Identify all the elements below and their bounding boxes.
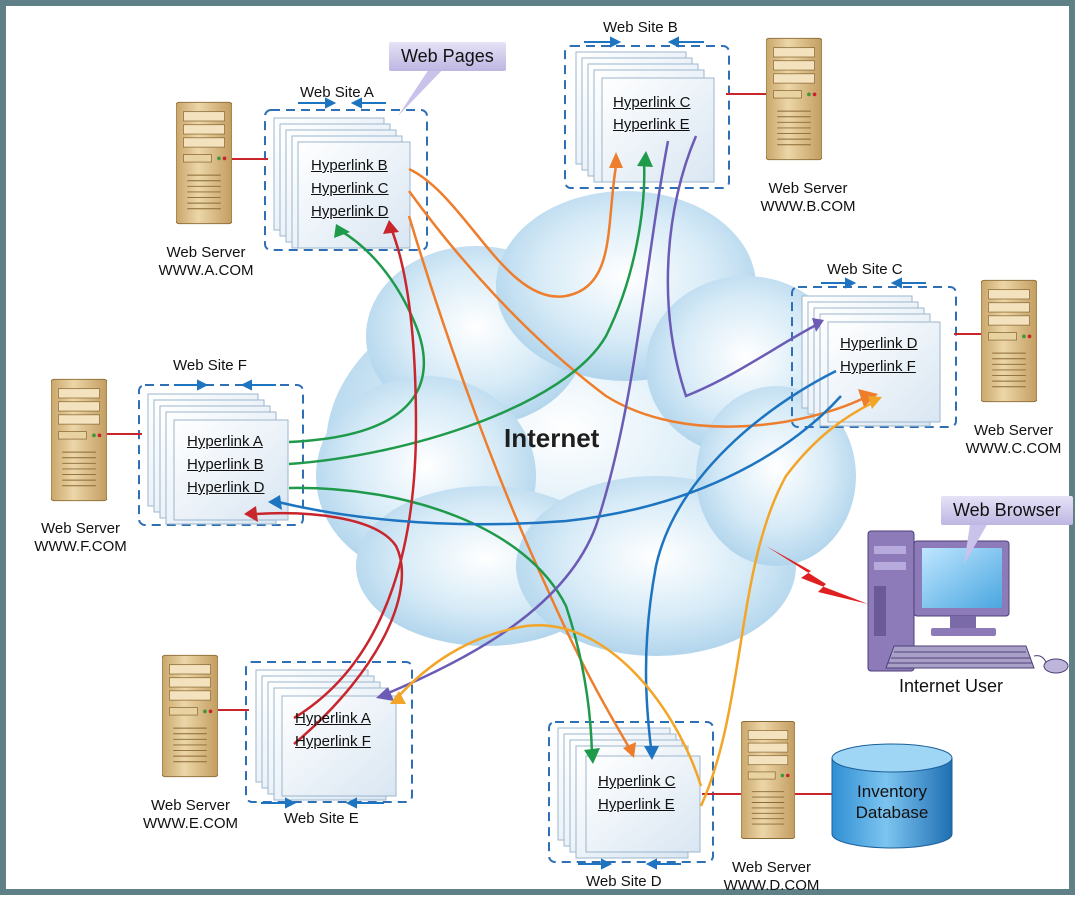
site-d-hyperlink-c[interactable]: Hyperlink C bbox=[598, 773, 676, 790]
internet-user-label: Internet User bbox=[899, 676, 1004, 696]
server-f-domain: WWW.F.COM bbox=[34, 538, 127, 555]
link-orange-a-to-d bbox=[407, 215, 633, 752]
site-f-label: Web Site F bbox=[173, 357, 247, 374]
server-icon-b bbox=[766, 37, 822, 161]
inventory-database-label: Inventory Database bbox=[832, 781, 952, 823]
site-c-label: Web Site C bbox=[827, 261, 903, 278]
server-b-title: Web Server bbox=[768, 180, 848, 197]
server-a-caption: Web Server WWW.A.COM bbox=[146, 244, 266, 280]
link-blue-c-to-d bbox=[644, 369, 837, 749]
server-e-domain: WWW.E.COM bbox=[143, 815, 238, 832]
web-site-f bbox=[138, 384, 304, 526]
site-c-hyperlink-f[interactable]: Hyperlink F bbox=[840, 358, 916, 375]
site-a-hyperlink-b[interactable]: Hyperlink B bbox=[311, 157, 388, 174]
server-e-caption: Web Server WWW.E.COM bbox=[128, 797, 253, 833]
site-f-hyperlink-b[interactable]: Hyperlink B bbox=[187, 456, 264, 473]
server-c-caption: Web Server WWW.C.COM bbox=[951, 422, 1075, 458]
server-c-title: Web Server bbox=[974, 422, 1053, 439]
server-d-domain: WWW.D.COM bbox=[723, 877, 820, 894]
server-f-title: Web Server bbox=[41, 520, 120, 537]
site-a-hyperlink-d[interactable]: Hyperlink D bbox=[311, 203, 389, 220]
diagram-canvas bbox=[51, 36, 1069, 870]
server-a-title: Web Server bbox=[166, 244, 246, 261]
site-d-hyperlink-e[interactable]: Hyperlink E bbox=[598, 796, 675, 813]
server-a-domain: WWW.A.COM bbox=[158, 262, 254, 279]
server-c-domain: WWW.C.COM bbox=[965, 440, 1062, 457]
site-a-label: Web Site A bbox=[300, 84, 374, 101]
link-orange-a-to-c bbox=[407, 190, 865, 428]
server-icon-c bbox=[981, 279, 1037, 403]
site-e-label: Web Site E bbox=[284, 810, 359, 827]
site-b-label: Web Site B bbox=[603, 19, 678, 36]
server-icon-a bbox=[176, 101, 232, 225]
server-d-caption: Web Server WWW.D.COM bbox=[709, 859, 834, 895]
server-f-caption: Web Server WWW.F.COM bbox=[18, 520, 143, 556]
site-b-hyperlink-c[interactable]: Hyperlink C bbox=[613, 94, 691, 111]
link-arrowheads bbox=[244, 151, 882, 764]
server-d-title: Web Server bbox=[732, 859, 811, 876]
site-c-hyperlink-d[interactable]: Hyperlink D bbox=[840, 335, 918, 352]
web-pages-callout: Web Pages bbox=[389, 42, 506, 71]
web-site-d bbox=[548, 721, 714, 863]
link-blue-c-to-f bbox=[277, 395, 842, 526]
site-f-hyperlink-a[interactable]: Hyperlink A bbox=[187, 433, 263, 450]
server-icon-f bbox=[51, 378, 107, 502]
server-e-title: Web Server bbox=[151, 797, 230, 814]
link-red-e-to-f bbox=[255, 511, 404, 745]
server-connectors bbox=[107, 93, 981, 795]
link-red-e-to-a bbox=[293, 227, 418, 720]
web-browser-pointer bbox=[964, 518, 991, 564]
site-a-hyperlink-c[interactable]: Hyperlink C bbox=[311, 180, 389, 197]
site-e-hyperlink-a[interactable]: Hyperlink A bbox=[295, 710, 371, 727]
inventory-database-icon bbox=[831, 743, 953, 849]
site-f-hyperlink-d[interactable]: Hyperlink D bbox=[187, 479, 265, 496]
link-orange-a-to-b bbox=[408, 165, 618, 298]
desktop-computer-icon bbox=[867, 530, 1069, 674]
site-d-label: Web Site D bbox=[586, 873, 662, 890]
web-site-c bbox=[791, 286, 957, 428]
link-green-f-to-a bbox=[288, 229, 426, 444]
server-icon-d bbox=[741, 720, 795, 840]
web-pages-pointer bbox=[398, 66, 446, 116]
link-yellow-d-to-c bbox=[699, 400, 875, 807]
server-icon-e bbox=[162, 654, 218, 778]
internet-label: Internet bbox=[504, 423, 600, 453]
server-b-caption: Web Server WWW.B.COM bbox=[748, 180, 868, 216]
web-browser-callout: Web Browser bbox=[941, 496, 1073, 525]
database-label-line-1: Inventory bbox=[857, 782, 927, 801]
link-yellow-d-to-e bbox=[395, 624, 703, 787]
site-b-hyperlink-e[interactable]: Hyperlink E bbox=[613, 116, 690, 133]
link-green-f-to-d bbox=[288, 486, 594, 755]
web-site-a bbox=[264, 109, 428, 251]
database-label-line-2: Database bbox=[855, 803, 929, 822]
box-edge-arrows bbox=[174, 36, 926, 870]
web-site-e bbox=[245, 661, 413, 803]
link-purple-b-to-c bbox=[666, 135, 819, 398]
lightning-bolt-icon bbox=[766, 546, 868, 604]
link-green-f-to-b bbox=[288, 160, 646, 466]
site-e-hyperlink-f[interactable]: Hyperlink F bbox=[295, 733, 371, 750]
server-b-domain: WWW.B.COM bbox=[760, 198, 856, 215]
